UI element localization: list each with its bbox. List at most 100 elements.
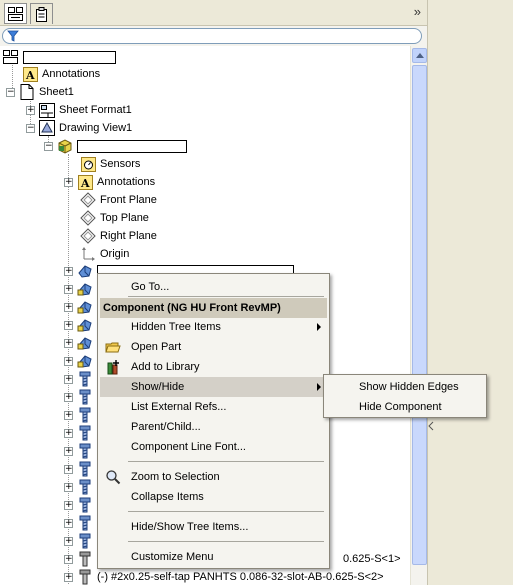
expand-toggle[interactable]: + xyxy=(64,391,73,402)
filter-icon xyxy=(7,30,19,42)
tree-item-sheet-format[interactable]: + Sheet Format1 xyxy=(26,101,132,119)
menu-item-collapse-items[interactable]: Collapse Items xyxy=(100,487,327,507)
expand-panel-button[interactable]: » xyxy=(413,4,421,19)
expand-toggle[interactable]: + xyxy=(64,517,73,528)
tree-item-component[interactable]: + xyxy=(64,298,93,316)
tree-scrollbar[interactable] xyxy=(410,46,427,585)
tree-item-front-plane[interactable]: Front Plane xyxy=(80,191,157,209)
tree-item-annotations[interactable]: A Annotations xyxy=(22,65,100,83)
tree-item-fastener-2[interactable]: + (-) #2x0.25-self-tap PANHTS 0.086-32-s… xyxy=(64,568,384,585)
feature-tree-icon xyxy=(8,6,23,21)
expand-toggle[interactable]: + xyxy=(64,373,73,384)
expand-toggle[interactable]: + xyxy=(64,427,73,438)
menu-item-component-line-font[interactable]: Component Line Font... xyxy=(100,437,327,457)
plane-icon xyxy=(80,192,96,208)
tree-item-drawing-view[interactable]: − Drawing View1 xyxy=(26,119,132,137)
part-icon xyxy=(77,281,93,297)
expand-toggle[interactable]: + xyxy=(64,463,73,474)
tree-item-right-plane[interactable]: Right Plane xyxy=(80,227,157,245)
fastener-icon xyxy=(77,389,93,405)
submenu-arrow-icon xyxy=(317,383,321,391)
tree-item-component[interactable]: + xyxy=(64,352,93,370)
tree-item-component[interactable]: + xyxy=(64,442,93,460)
tree-item-sensors[interactable]: Sensors xyxy=(80,155,140,173)
fastener-icon xyxy=(77,551,93,567)
collapse-toggle[interactable]: − xyxy=(44,140,53,151)
tree-item-component[interactable]: + xyxy=(64,478,93,496)
context-menu: Go To... Component (NG HU Front RevMP) H… xyxy=(97,273,330,569)
expand-toggle[interactable]: + xyxy=(64,337,73,348)
menu-label: Hidden Tree Items xyxy=(131,321,221,333)
menu-header-component: Component (NG HU Front RevMP) xyxy=(100,298,327,318)
tree-item-component[interactable]: + xyxy=(64,280,93,298)
assembly-icon xyxy=(57,138,73,154)
tree-item-component[interactable]: + xyxy=(64,316,93,334)
menu-item-open-part[interactable]: Open Part xyxy=(100,337,327,357)
tree-item-component[interactable]: + xyxy=(64,424,93,442)
menu-label: Component Line Font... xyxy=(131,441,246,453)
tree-label: Top Plane xyxy=(100,212,149,224)
menu-item-zoom-to-selection[interactable]: Zoom to Selection xyxy=(100,467,327,487)
tree-item-sub-annotations[interactable]: + A Annotations xyxy=(64,173,155,191)
tree-item-component[interactable]: + xyxy=(64,532,93,550)
origin-icon xyxy=(80,246,96,262)
tree-item-component[interactable]: + xyxy=(64,334,93,352)
expand-toggle[interactable]: + xyxy=(64,176,73,187)
tree-filter-input[interactable] xyxy=(2,28,422,44)
feature-tree-tab[interactable] xyxy=(4,3,27,24)
tree-item-top-plane[interactable]: Top Plane xyxy=(80,209,149,227)
fastener-icon xyxy=(77,425,93,441)
expand-toggle[interactable]: + xyxy=(64,499,73,510)
tree-label: Annotations xyxy=(97,176,156,188)
part-icon xyxy=(77,263,93,279)
expand-toggle[interactable]: + xyxy=(64,319,73,330)
show-hide-submenu: Show Hidden Edges Hide Component xyxy=(323,374,487,418)
scroll-up-button[interactable] xyxy=(412,48,427,63)
expand-toggle[interactable]: + xyxy=(64,553,73,564)
menu-item-list-external-refs[interactable]: List External Refs... xyxy=(100,397,327,417)
expand-toggle[interactable]: + xyxy=(64,265,73,276)
tree-item-component[interactable]: + xyxy=(64,496,93,514)
panel-splitter[interactable] xyxy=(427,420,435,432)
expand-toggle[interactable]: + xyxy=(64,355,73,366)
svg-text:A: A xyxy=(25,69,35,82)
menu-item-parent-child[interactable]: Parent/Child... xyxy=(100,417,327,437)
collapse-toggle[interactable]: − xyxy=(26,122,35,133)
expand-toggle[interactable]: + xyxy=(26,104,35,115)
tree-item-component[interactable]: + xyxy=(64,370,93,388)
fastener-icon xyxy=(77,461,93,477)
menu-label: Parent/Child... xyxy=(131,421,201,433)
menu-item-hide-show-tree-items[interactable]: Hide/Show Tree Items... xyxy=(100,517,327,537)
expand-toggle[interactable]: + xyxy=(64,481,73,492)
expand-toggle[interactable]: + xyxy=(64,301,73,312)
annotation-icon: A xyxy=(22,66,38,82)
expand-toggle[interactable]: + xyxy=(64,535,73,546)
tree-item-component[interactable]: + xyxy=(64,406,93,424)
tree-label: Sheet1 xyxy=(39,86,74,98)
submenu-item-hide-component[interactable]: Hide Component xyxy=(326,397,484,417)
menu-label: Add to Library xyxy=(131,361,200,373)
tree-item-component[interactable]: + xyxy=(64,514,93,532)
submenu-arrow-icon xyxy=(317,323,321,331)
menu-item-add-to-library[interactable]: Add to Library xyxy=(100,357,327,377)
tree-root[interactable] xyxy=(3,48,116,66)
menu-item-show-hide[interactable]: Show/Hide xyxy=(100,377,327,397)
collapse-toggle[interactable]: − xyxy=(6,86,15,97)
tree-item-fastener-1[interactable]: + 0.625-S<1> xyxy=(64,550,401,568)
scroll-thumb[interactable] xyxy=(412,65,427,565)
tree-item-sheet[interactable]: − Sheet1 xyxy=(6,83,74,101)
expand-toggle[interactable]: + xyxy=(64,409,73,420)
expand-toggle[interactable]: + xyxy=(64,283,73,294)
property-tab[interactable] xyxy=(30,3,53,24)
menu-item-hidden-tree-items[interactable]: Hidden Tree Items xyxy=(100,317,327,337)
fastener-icon xyxy=(77,371,93,387)
tree-item-component[interactable]: + xyxy=(64,388,93,406)
tree-item-component[interactable]: + xyxy=(64,460,93,478)
tree-item-assembly[interactable]: − xyxy=(44,137,187,155)
expand-toggle[interactable]: + xyxy=(64,445,73,456)
submenu-item-show-hidden-edges[interactable]: Show Hidden Edges xyxy=(326,377,484,397)
menu-item-goto[interactable]: Go To... xyxy=(100,277,327,297)
expand-toggle[interactable]: + xyxy=(64,571,73,582)
tree-item-origin[interactable]: Origin xyxy=(80,245,129,263)
menu-item-customize-menu[interactable]: Customize Menu xyxy=(100,547,327,567)
